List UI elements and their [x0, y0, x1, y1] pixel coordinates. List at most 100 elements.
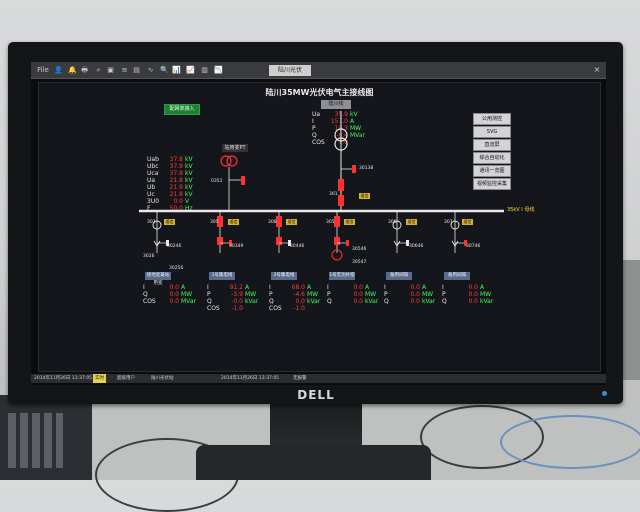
disconnector-icon[interactable] — [276, 237, 282, 245]
device-label: 30547 — [352, 260, 367, 265]
signal-tag[interactable]: 遥信 — [359, 193, 370, 199]
switch-icon[interactable] — [152, 220, 162, 230]
dc-panel-button[interactable]: 直流屏 — [473, 139, 511, 151]
signal-tag[interactable]: 遥信 — [462, 219, 473, 225]
stat-icon-button[interactable]: ▥ — [201, 66, 208, 74]
user-icon-button[interactable]: 👤 — [54, 66, 63, 74]
breaker-icon[interactable] — [334, 216, 340, 227]
feeder-meas-value: 0.0 — [468, 284, 478, 291]
bus-label: 35kV I 母线 — [507, 207, 535, 213]
line-meas-name: Ua — [312, 111, 321, 118]
bus-meas-value: 37.8 — [169, 170, 183, 177]
ground-switch-icon[interactable] — [406, 240, 409, 246]
line-meas-unit: A — [350, 118, 355, 125]
record-icon-button[interactable]: ▣ — [107, 66, 114, 74]
compensator-icon — [331, 249, 343, 261]
device-label: 30349 — [229, 244, 244, 249]
bus-meas-name: Ubc — [147, 163, 159, 170]
ground-switch-icon[interactable] — [346, 240, 349, 246]
signal-tag[interactable]: 遥信 — [164, 219, 175, 225]
switch-icon[interactable] — [450, 220, 460, 230]
table-icon-button[interactable]: ▤ — [133, 66, 140, 74]
bus-meas-value: 37.9 — [169, 163, 183, 170]
signal-tag[interactable]: 遥信 — [406, 219, 417, 225]
close-icon[interactable]: × — [593, 65, 601, 74]
comm-overview-button[interactable]: 通讯一览图 — [473, 165, 511, 177]
ground-switch-icon[interactable] — [288, 240, 291, 246]
video-monitor-button[interactable]: 视频监控采集 — [473, 178, 511, 190]
feeder-meas-value: 0.0 — [169, 291, 179, 298]
tab-luchuan[interactable]: 陆川光伏 — [269, 65, 311, 76]
svg-button[interactable]: SVG — [473, 126, 511, 138]
feeder-meas-unit: MVar — [181, 298, 196, 305]
feeder-meas-name: I — [143, 284, 145, 291]
power-led-icon — [602, 391, 607, 396]
feeder-meas-name: Q — [269, 298, 274, 305]
monitor-stand-base — [196, 445, 431, 480]
line-button[interactable]: 陆川线 — [321, 100, 351, 109]
desk-phone — [0, 395, 92, 480]
feeder-label[interactable]: 1号无功补偿 — [329, 272, 355, 280]
feeder-label[interactable]: 备用间隔 — [386, 272, 412, 280]
status-message: 陆川光伏站 — [151, 376, 174, 381]
feeder-label[interactable]: 2号集电线 — [271, 272, 297, 280]
automation-button[interactable]: 综合自动化 — [473, 152, 511, 164]
breaker-icon[interactable] — [276, 216, 282, 227]
device-label: 30646 — [409, 244, 424, 249]
feeder-meas-value: -1.0 — [231, 305, 243, 312]
signal-tag[interactable]: 遥信 — [228, 219, 239, 225]
feeder-label[interactable]: 备用间隔 — [444, 272, 470, 280]
signal-tag[interactable]: 遥信 — [286, 219, 297, 225]
feeder-meas-name: COS — [207, 305, 220, 312]
alarm-icon-button[interactable]: 🔔 — [68, 66, 77, 74]
feeder-meas-value: 0.0 — [295, 298, 305, 305]
line-meas-name: Q — [312, 132, 317, 139]
bus-meas-value: 50.0 — [169, 205, 183, 212]
device-label: 308 — [268, 220, 277, 225]
public-measure-button[interactable]: 公用测控 — [473, 113, 511, 125]
feeder-label[interactable]: 接地变兼站用变 — [145, 272, 171, 286]
graph-icon-button[interactable]: 📈 — [186, 66, 195, 74]
feeder-label[interactable]: 1号集电线 — [209, 272, 235, 280]
feeder-meas-unit: A — [245, 284, 250, 291]
curve-icon-button[interactable]: ∿ — [147, 66, 154, 74]
schematic-svg — [139, 111, 504, 261]
signal-tag[interactable]: 遥信 — [344, 219, 355, 225]
main-breaker-icon — [338, 195, 344, 206]
feeder-meas-name: P — [207, 291, 211, 298]
trend-icon-button[interactable]: 📉 — [214, 66, 223, 74]
device-label: 30138 — [359, 166, 374, 171]
query-icon-button[interactable]: ⌕ — [96, 66, 101, 74]
feeder-meas-unit: A — [422, 284, 427, 291]
feeder-meas-name: I — [269, 284, 271, 291]
grid-access-button[interactable]: 配网单接入 — [164, 104, 200, 115]
ground-switch-icon[interactable] — [229, 240, 232, 246]
print-icon-button[interactable]: 🖶 — [81, 66, 88, 74]
disconnector-icon[interactable] — [334, 237, 340, 245]
line-meas-unit: kV — [350, 111, 358, 118]
feeder-meas-value: 0.0 — [353, 298, 363, 305]
feeder-meas-name: Q — [384, 298, 389, 305]
disconnector-icon[interactable] — [217, 237, 223, 245]
feeder-meas-unit: MW — [365, 291, 377, 298]
file-menu-button[interactable]: File — [37, 66, 49, 74]
feeder-meas-name: Q — [207, 298, 212, 305]
list-icon-button[interactable]: ≡ — [121, 66, 128, 74]
ground-switch-icon[interactable] — [166, 240, 169, 246]
bus-meas-name: Ub — [147, 184, 156, 191]
switch-icon[interactable] — [392, 220, 402, 230]
search-icon-button[interactable]: 🔍 — [160, 66, 169, 74]
main-breaker-icon — [338, 179, 344, 191]
feeder-meas-unit: MW — [307, 291, 319, 298]
breaker-icon[interactable] — [217, 216, 223, 227]
ground-switch-icon[interactable] — [464, 240, 467, 246]
chart-icon-button[interactable]: 📊 — [172, 66, 181, 74]
